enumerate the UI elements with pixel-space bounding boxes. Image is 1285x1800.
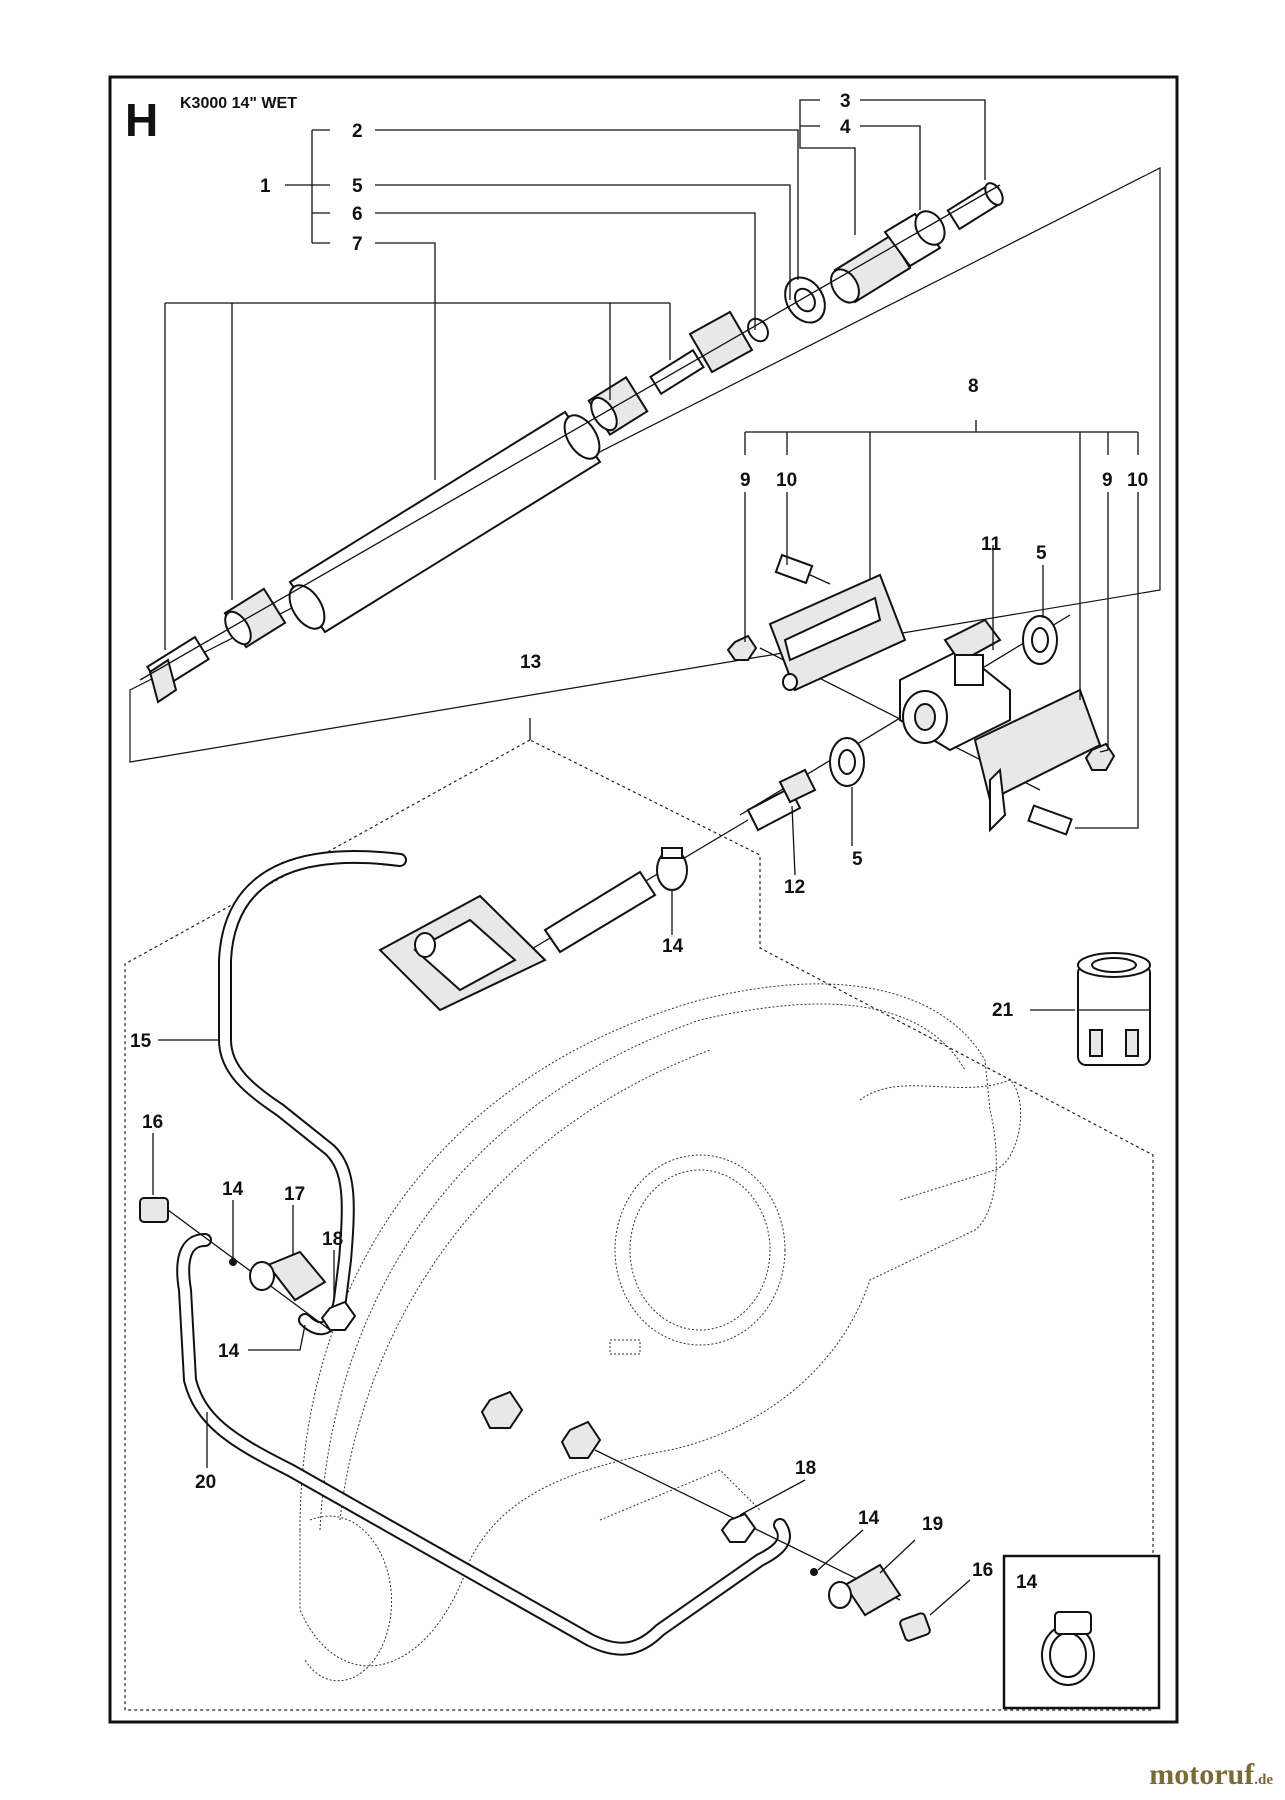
hose-clamp-upper	[656, 847, 688, 891]
callout-19: 19	[922, 1514, 943, 1535]
hose-nipple-right	[649, 310, 769, 396]
nut-18-left	[320, 1300, 357, 1331]
callout-20: 20	[195, 1472, 216, 1493]
callout-13: 13	[520, 652, 541, 673]
callout-12: 12	[784, 877, 805, 898]
nozzle-17	[249, 1250, 327, 1302]
callout-8: 8	[968, 376, 979, 397]
callout-7: 7	[352, 234, 363, 255]
clamp-dot-right	[810, 1568, 818, 1576]
callout-1: 1	[260, 176, 271, 197]
blade-guard	[299, 983, 1022, 1682]
callout-18-left: 18	[322, 1229, 343, 1250]
callout-9-left: 9	[740, 470, 751, 491]
hose-nipple-left	[145, 635, 211, 704]
watermark-logo: motoruf.de	[1149, 1758, 1273, 1792]
diagram-frame	[108, 75, 1179, 1724]
callout-16-right: 16	[972, 1560, 993, 1581]
nozzle-19	[828, 1563, 902, 1617]
callout-15: 15	[130, 1031, 152, 1052]
leader-lines	[152, 99, 1139, 1616]
section-letter: H	[125, 94, 158, 146]
hose-20	[176, 1233, 791, 1656]
screw-lower	[1027, 804, 1073, 836]
valve-bracket-left	[768, 573, 907, 692]
diagram-title: K3000 14" WET	[180, 95, 297, 112]
watermark-suffix: .de	[1254, 1772, 1273, 1788]
water-valve	[899, 618, 1011, 752]
callout-labels: 1 2 3 4 5 6 7 8 9 10 9 10 11 5 5 12 13 1…	[130, 91, 1148, 1581]
clamp-dot-left	[229, 1258, 237, 1266]
hose-assembly-frame	[129, 167, 1161, 763]
callout-14-left: 14	[222, 1179, 244, 1200]
callout-16-left: 16	[142, 1112, 163, 1133]
plug-16-left	[139, 1197, 331, 1331]
callout-10-right: 10	[1127, 470, 1148, 491]
watermark-text: motoruf	[1149, 1758, 1255, 1791]
callout-5-right: 5	[1036, 543, 1047, 564]
quick-coupling-21	[1077, 952, 1151, 1066]
callout-2: 2	[352, 121, 363, 142]
water-hose-part	[288, 410, 602, 634]
nozzle-holder	[378, 894, 547, 1012]
callout-3: 3	[840, 91, 851, 112]
callout-10-left: 10	[776, 470, 797, 491]
valve-bracket-right	[973, 688, 1102, 833]
hose-nut-right	[587, 376, 649, 436]
inset-clamp-detail: 14	[1002, 1554, 1161, 1710]
callout-5-lower: 5	[852, 849, 863, 870]
nut-left	[726, 634, 758, 661]
callout-4: 4	[840, 117, 851, 138]
callout-18-right: 18	[795, 1458, 816, 1479]
callout-6: 6	[352, 204, 363, 225]
callout-9-right: 9	[1102, 470, 1113, 491]
callout-11: 11	[981, 534, 1002, 555]
water-filter	[946, 182, 1004, 231]
inset-label: 14	[1016, 1572, 1038, 1593]
callout-5-top: 5	[352, 176, 363, 197]
callout-21: 21	[992, 1000, 1014, 1021]
callout-14-upper: 14	[662, 936, 684, 957]
guard-assembly-frame	[124, 739, 1154, 1711]
nut-18-right	[720, 1512, 757, 1543]
hose-stub	[543, 870, 657, 954]
hose-15	[218, 849, 407, 1336]
callout-14-right: 14	[858, 1508, 880, 1529]
callout-17: 17	[284, 1184, 305, 1205]
callout-14-mid: 14	[218, 1341, 240, 1362]
quick-coupling	[830, 212, 942, 304]
guard-nut-left	[480, 1390, 524, 1429]
screw-upper	[774, 553, 831, 585]
plug-16-right	[899, 1612, 931, 1642]
hose-nipple	[746, 768, 817, 832]
o-ring	[914, 210, 946, 246]
guard-nut-right	[560, 1420, 602, 1459]
